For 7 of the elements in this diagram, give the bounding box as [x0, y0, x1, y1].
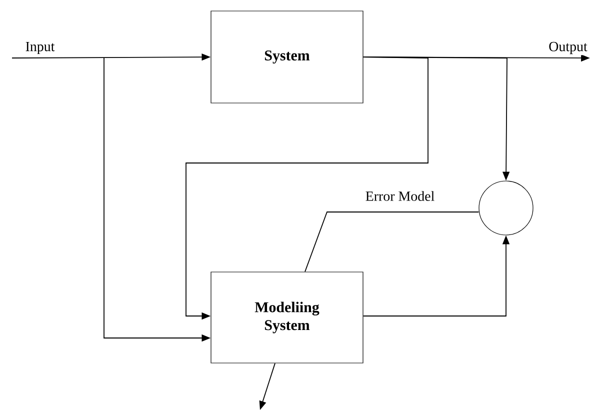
edge-label: Error Model [364, 190, 436, 202]
edge-label: Input [24, 40, 56, 56]
connector-line [304, 212, 480, 272]
edge-label: Output [548, 40, 588, 56]
summing-circle [478, 180, 534, 236]
process-box: System [210, 10, 364, 104]
process-box: Modeliing System [210, 272, 364, 364]
